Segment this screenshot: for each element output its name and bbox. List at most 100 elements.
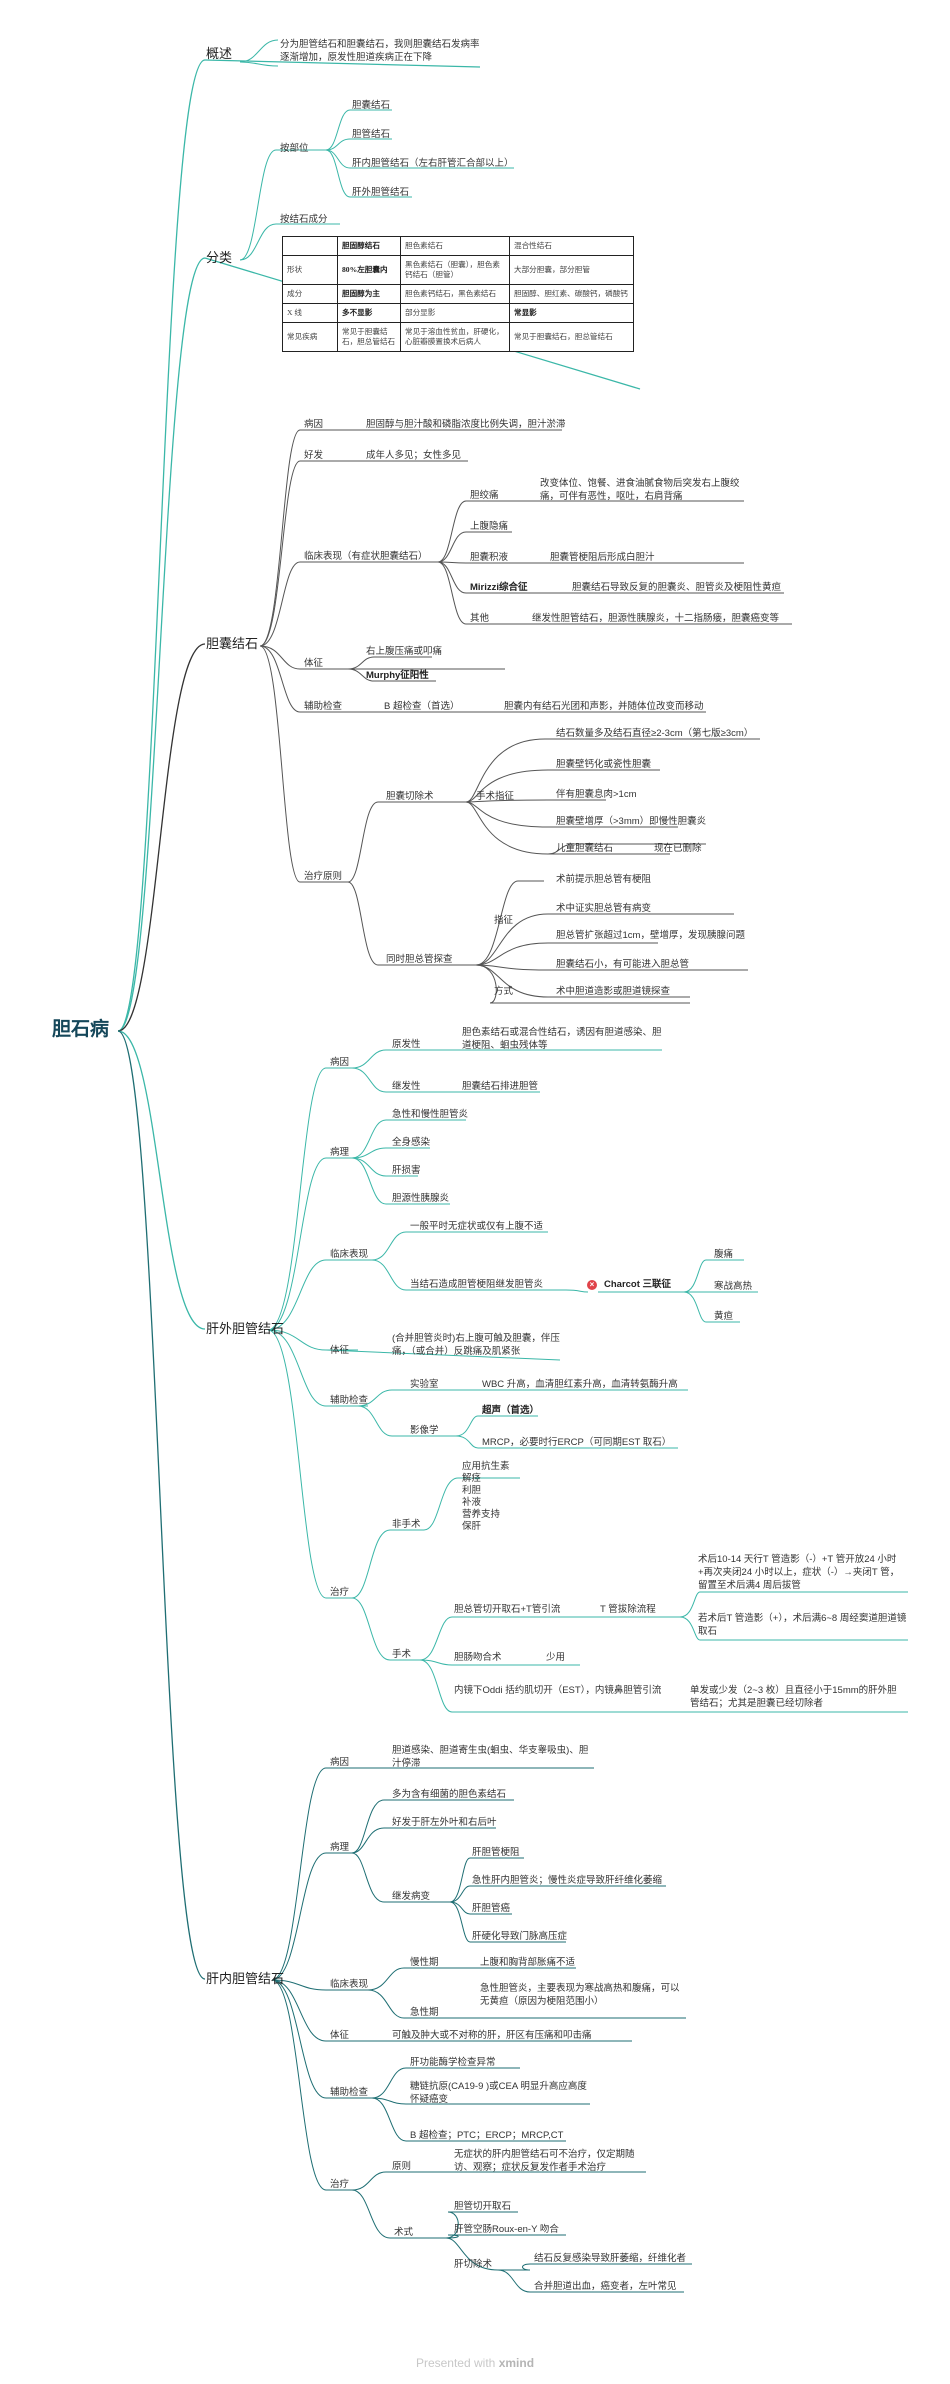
eh-signs-label[interactable]: 体征	[330, 1345, 350, 1356]
ih-complication-item[interactable]: 急性肝内胆管炎；慢性炎症导致肝纤维化萎缩	[472, 1875, 663, 1886]
location-item[interactable]: 肝内胆管结石（左右肝管汇合部以上）	[352, 158, 514, 169]
eh-triad-item[interactable]: 腹痛	[714, 1249, 734, 1260]
eh-etiology-label[interactable]: 病因	[330, 1057, 350, 1068]
ih-chronic-label[interactable]: 慢性期	[410, 1957, 439, 1968]
by-location-label[interactable]: 按部位	[280, 143, 309, 154]
eh-nonsurgical-item[interactable]: 应用抗生素	[462, 1461, 510, 1472]
gb-hydrops-label[interactable]: 胆囊积液	[470, 552, 509, 563]
ih-hepatectomy-item[interactable]: 结石反复感染导致肝萎缩，纤维化者	[534, 2253, 687, 2264]
ih-pathology-label[interactable]: 病理	[330, 1842, 350, 1853]
topic-extrahepatic-stone[interactable]: 肝外胆管结石	[206, 1321, 285, 1336]
eh-nonsurgical-item[interactable]: 保肝	[462, 1521, 482, 1532]
eh-secondary-label[interactable]: 继发性	[392, 1081, 421, 1092]
eh-primary-label[interactable]: 原发性	[392, 1039, 421, 1050]
gb-chole-indication[interactable]: 手术指征	[476, 791, 515, 802]
gb-aux-label[interactable]: 辅助检查	[304, 701, 343, 712]
root-topic[interactable]: 胆石病	[52, 1019, 110, 1040]
eh-nonsurgical-item[interactable]: 解痉	[462, 1473, 482, 1484]
eh-aux-label[interactable]: 辅助检查	[330, 1395, 369, 1406]
gb-signs-label[interactable]: 体征	[304, 658, 324, 669]
gb-explore-method-label[interactable]: 方式	[494, 986, 514, 997]
gb-colic-label[interactable]: 胆绞痛	[470, 490, 499, 501]
gb-explore-item[interactable]: 术前提示胆总管有梗阻	[556, 874, 652, 885]
eh-pathology-label[interactable]: 病理	[330, 1147, 350, 1158]
ih-aux-item[interactable]: 糖链抗原(CA19-9 )或CEA 明显升高应高度怀疑癌变	[410, 2081, 587, 2105]
topic-classification[interactable]: 分类	[206, 250, 233, 265]
ih-surgery-item[interactable]: 肝管空肠Roux-en-Y 吻合	[454, 2224, 559, 2235]
ih-surgery-label[interactable]: 术式	[394, 2227, 414, 2238]
gb-explore-indication[interactable]: 指征	[494, 915, 514, 926]
gb-etiology-label[interactable]: 病因	[304, 419, 324, 430]
ih-signs-text: 可触及肿大或不对称的肝，肝区有压痛和叩击痛	[392, 2030, 592, 2041]
gb-explore-label[interactable]: 同时胆总管探查	[386, 954, 453, 965]
ih-acute-label[interactable]: 急性期	[410, 2007, 439, 2018]
eh-anast-label[interactable]: 胆肠吻合术	[454, 1652, 502, 1663]
ih-treatment-label[interactable]: 治疗	[330, 2179, 350, 2190]
ih-principle-label[interactable]: 原则	[392, 2161, 412, 2172]
gb-explore-item[interactable]: 术中证实胆总管有病变	[556, 903, 652, 914]
ih-etiology-label[interactable]: 病因	[330, 1757, 350, 1768]
eh-tube-label[interactable]: 胆总管切开取石+T管引流	[454, 1604, 561, 1615]
ih-aux-item[interactable]: B 超检查；PTC；ERCP；MRCP,CT	[410, 2130, 564, 2141]
ih-hepatectomy-label[interactable]: 肝切除术	[454, 2259, 493, 2270]
gb-predilection-label[interactable]: 好发	[304, 450, 324, 461]
gb-explore-item[interactable]: 胆囊结石小，有可能进入胆总管	[556, 959, 690, 970]
ih-pathology-item[interactable]: 好发于肝左外叶和右后叶	[392, 1817, 497, 1828]
location-item[interactable]: 胆管结石	[352, 129, 391, 140]
ih-aux-item[interactable]: 肝功能酶学检查异常	[410, 2057, 496, 2068]
eh-triad-item[interactable]: 黄疸	[714, 1311, 734, 1322]
eh-charcot-label[interactable]: Charcot 三联征	[604, 1279, 672, 1290]
gb-dull-label[interactable]: 上腹隐痛	[470, 521, 509, 532]
eh-treatment-label[interactable]: 治疗	[330, 1587, 350, 1598]
topic-gallbladder-stone[interactable]: 胆囊结石	[206, 636, 259, 651]
ih-surgery-item[interactable]: 胆管切开取石	[454, 2201, 512, 2212]
ih-signs-label[interactable]: 体征	[330, 2030, 350, 2041]
ih-complication-item[interactable]: 肝胆管梗阻	[472, 1847, 520, 1858]
gb-chole-item[interactable]: 结石数量多及结石直径≥2-3cm（第七版≥3cm）	[556, 728, 754, 739]
gb-chole-item[interactable]: 胆囊壁增厚（>3mm）即慢性胆囊炎	[556, 816, 707, 827]
gb-chole-item[interactable]: 儿童胆囊结石	[556, 843, 614, 854]
eh-imaging-label[interactable]: 影像学	[410, 1425, 439, 1436]
eh-pathology-item[interactable]: 胆源性胰腺炎	[392, 1193, 450, 1204]
gb-aux-method[interactable]: B 超检查（首选）	[384, 701, 460, 712]
eh-pathology-item[interactable]: 肝损害	[392, 1165, 421, 1176]
eh-pathology-item[interactable]: 全身感染	[392, 1137, 431, 1148]
location-item[interactable]: 肝外胆管结石	[352, 187, 410, 198]
eh-triad-item[interactable]: 寒战高热	[714, 1281, 753, 1292]
eh-clinical-obstruct[interactable]: 当结石造成胆管梗阻继发胆管炎	[410, 1279, 544, 1290]
gb-clinical-label[interactable]: 临床表现（有症状胆囊结石）	[304, 551, 428, 562]
by-composition-label[interactable]: 按结石成分	[280, 214, 328, 225]
eh-nonsurgical-label[interactable]: 非手术	[392, 1519, 421, 1530]
topic-intrahepatic-stone[interactable]: 肝内胆管结石	[206, 1971, 285, 1986]
location-item[interactable]: 胆囊结石	[352, 100, 391, 111]
eh-pathology-item[interactable]: 急性和慢性胆管炎	[392, 1109, 469, 1120]
gb-chole-item[interactable]: 胆囊壁钙化或瓷性胆囊	[556, 759, 652, 770]
gb-other-label[interactable]: 其他	[470, 613, 490, 624]
gb-chole-item[interactable]: 伴有胆囊息肉>1cm	[556, 789, 637, 800]
gb-sign-item[interactable]: 右上腹压痛或叩痛	[366, 646, 443, 657]
ih-aux-label[interactable]: 辅助检查	[330, 2087, 369, 2098]
ih-complication-item[interactable]: 肝硬化导致门脉高压症	[472, 1931, 568, 1942]
eh-tube-flow[interactable]: T 管拔除流程	[600, 1604, 656, 1615]
gb-treatment-label[interactable]: 治疗原则	[304, 871, 343, 882]
eh-clinical-mild[interactable]: 一般平时无症状或仅有上腹不适	[410, 1221, 544, 1232]
eh-nonsurgical-item[interactable]: 利胆	[462, 1485, 482, 1496]
eh-imaging-mrcp[interactable]: MRCP，必要时行ERCP（可同期EST 取石）	[482, 1437, 672, 1448]
eh-nonsurgical-item[interactable]: 营养支持	[462, 1509, 501, 1520]
ih-complication-item[interactable]: 肝胆管癌	[472, 1903, 511, 1914]
gb-sign-item[interactable]: Murphy征阳性	[366, 670, 429, 681]
ih-hepatectomy-item[interactable]: 合并胆道出血，癌变者，左叶常见	[534, 2281, 677, 2292]
gb-cholecystectomy-label[interactable]: 胆囊切除术	[386, 791, 434, 802]
gb-mirizzi-label[interactable]: Mirizzi综合征	[470, 582, 528, 593]
ih-pathology-item[interactable]: 多为含有细菌的胆色素结石	[392, 1789, 507, 1800]
eh-lab-label[interactable]: 实验室	[410, 1379, 439, 1390]
ih-clinical-label[interactable]: 临床表现	[330, 1979, 369, 1990]
eh-imaging-us[interactable]: 超声（首选）	[482, 1405, 540, 1416]
topic-overview[interactable]: 概述	[206, 46, 233, 61]
eh-clinical-label[interactable]: 临床表现	[330, 1249, 369, 1260]
eh-surgical-label[interactable]: 手术	[392, 1649, 412, 1660]
eh-nonsurgical-item[interactable]: 补液	[462, 1497, 482, 1508]
ih-complication-label[interactable]: 继发病变	[392, 1891, 431, 1902]
gb-explore-item[interactable]: 胆总管扩张超过1cm，壁增厚，发现胰腺问题	[556, 930, 745, 941]
eh-endo-label[interactable]: 内镜下Oddi 括约肌切开（EST），内镜鼻胆管引流	[454, 1685, 662, 1696]
